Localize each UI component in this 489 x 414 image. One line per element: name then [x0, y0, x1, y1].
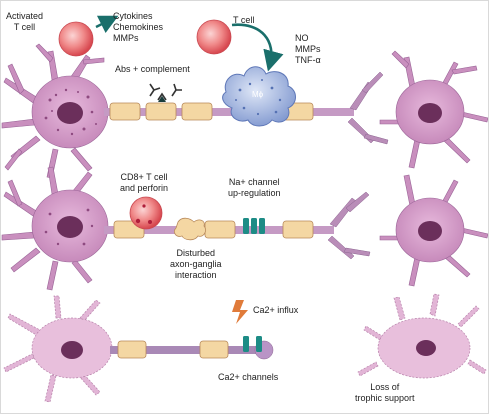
nucleus-left-3: [61, 341, 83, 359]
nucleus-right-3: [416, 340, 436, 356]
ca-channels: [243, 336, 262, 352]
activated-tcell: [58, 21, 94, 57]
perforin: [135, 204, 152, 224]
label-activated-tcell: Activated T cell: [6, 11, 44, 32]
axon-1: [104, 108, 354, 116]
panel-1: [1, 15, 489, 179]
label-disturbed: Disturbed axon-ganglia interaction: [170, 248, 222, 280]
axon-3: [110, 346, 260, 354]
neuron-left-3: [3, 295, 113, 403]
secretion-arrow: [95, 15, 119, 33]
panel-2: [1, 166, 489, 291]
nucleus-left-1: [44, 88, 97, 136]
disturbed-myelin: [174, 217, 206, 241]
lightning-icon: [232, 300, 248, 324]
label-na-channel: Na+ channel up-regulation: [228, 177, 281, 198]
label-abs-complement: Abs + complement: [115, 64, 190, 74]
label-macrophage-products: NO MMPs TNF-α: [295, 33, 321, 65]
cd8-tcell: [129, 196, 163, 230]
macrophage: [222, 66, 296, 127]
granules-left-2: [44, 208, 94, 246]
neuron-right-3: [357, 293, 487, 379]
neuron-soma-right-2: [379, 174, 489, 287]
neuron-left-2: [1, 166, 109, 291]
label-loss: Loss of trophic support: [355, 382, 415, 403]
neuron-right-1: [347, 71, 389, 145]
myelin-row-1: [109, 102, 314, 121]
myelin-row-3: [117, 340, 229, 359]
label-ca-channels: Ca2+ channels: [218, 372, 279, 382]
na-channels: [243, 218, 265, 234]
label-cd8: CD8+ T cell and perforin: [120, 172, 169, 193]
label-tcell: T cell: [233, 15, 255, 25]
label-macrophage: Mϕ: [252, 90, 264, 99]
tcell-arrow: [231, 23, 284, 72]
macrophage-granules: [235, 79, 282, 116]
label-secreted: Cytokines Chemokines MMPs: [113, 11, 164, 43]
complement-marker: [158, 96, 166, 102]
label-ca-influx: Ca2+ influx: [253, 305, 299, 315]
neuron-soma-right-1: [379, 50, 489, 169]
antibodies: [149, 83, 182, 101]
tcell: [196, 19, 232, 55]
panel-3: [3, 293, 487, 403]
neuron-right-2: [327, 191, 371, 260]
